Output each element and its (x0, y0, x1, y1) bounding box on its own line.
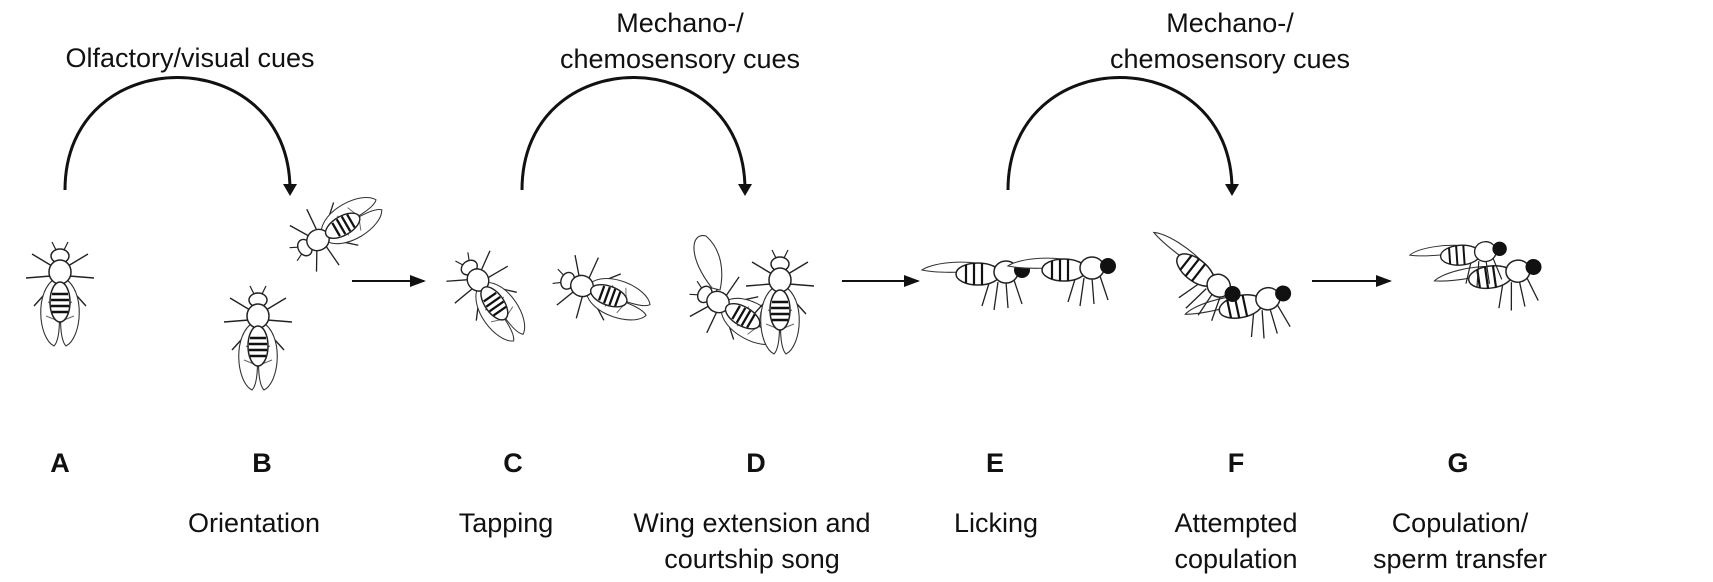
stage-letter-d: D (726, 448, 786, 479)
cue-arc-1 (65, 78, 290, 191)
fly-illustration-g-female (1433, 257, 1547, 321)
fly-illustration-b-male (224, 286, 292, 390)
stage-name-g: Copulation/ sperm transfer (1310, 505, 1610, 577)
fly-illustration-b-female (277, 177, 395, 282)
stage-name-line2: sperm transfer (1310, 541, 1610, 577)
stage-letter-e: E (965, 448, 1025, 479)
fly-illustration-e-female (1008, 257, 1116, 306)
stage-letter-c: C (483, 448, 543, 479)
fly-illustration-c-female (544, 246, 659, 340)
cue-arc-2 (522, 78, 745, 191)
stage-letter-b: B (232, 448, 292, 479)
stage-letter-g: G (1428, 448, 1488, 479)
cue-arc-3 (1008, 78, 1232, 191)
stage-letter-a: A (30, 448, 90, 479)
fly-illustration-e-male (922, 261, 1030, 310)
stage-name-line1: Copulation/ (1310, 505, 1610, 541)
stage-name-line2: courtship song (602, 541, 902, 577)
fly-illustration-c-male (435, 238, 545, 356)
fly-illustration-a (26, 242, 94, 346)
stage-letter-f: F (1206, 448, 1266, 479)
